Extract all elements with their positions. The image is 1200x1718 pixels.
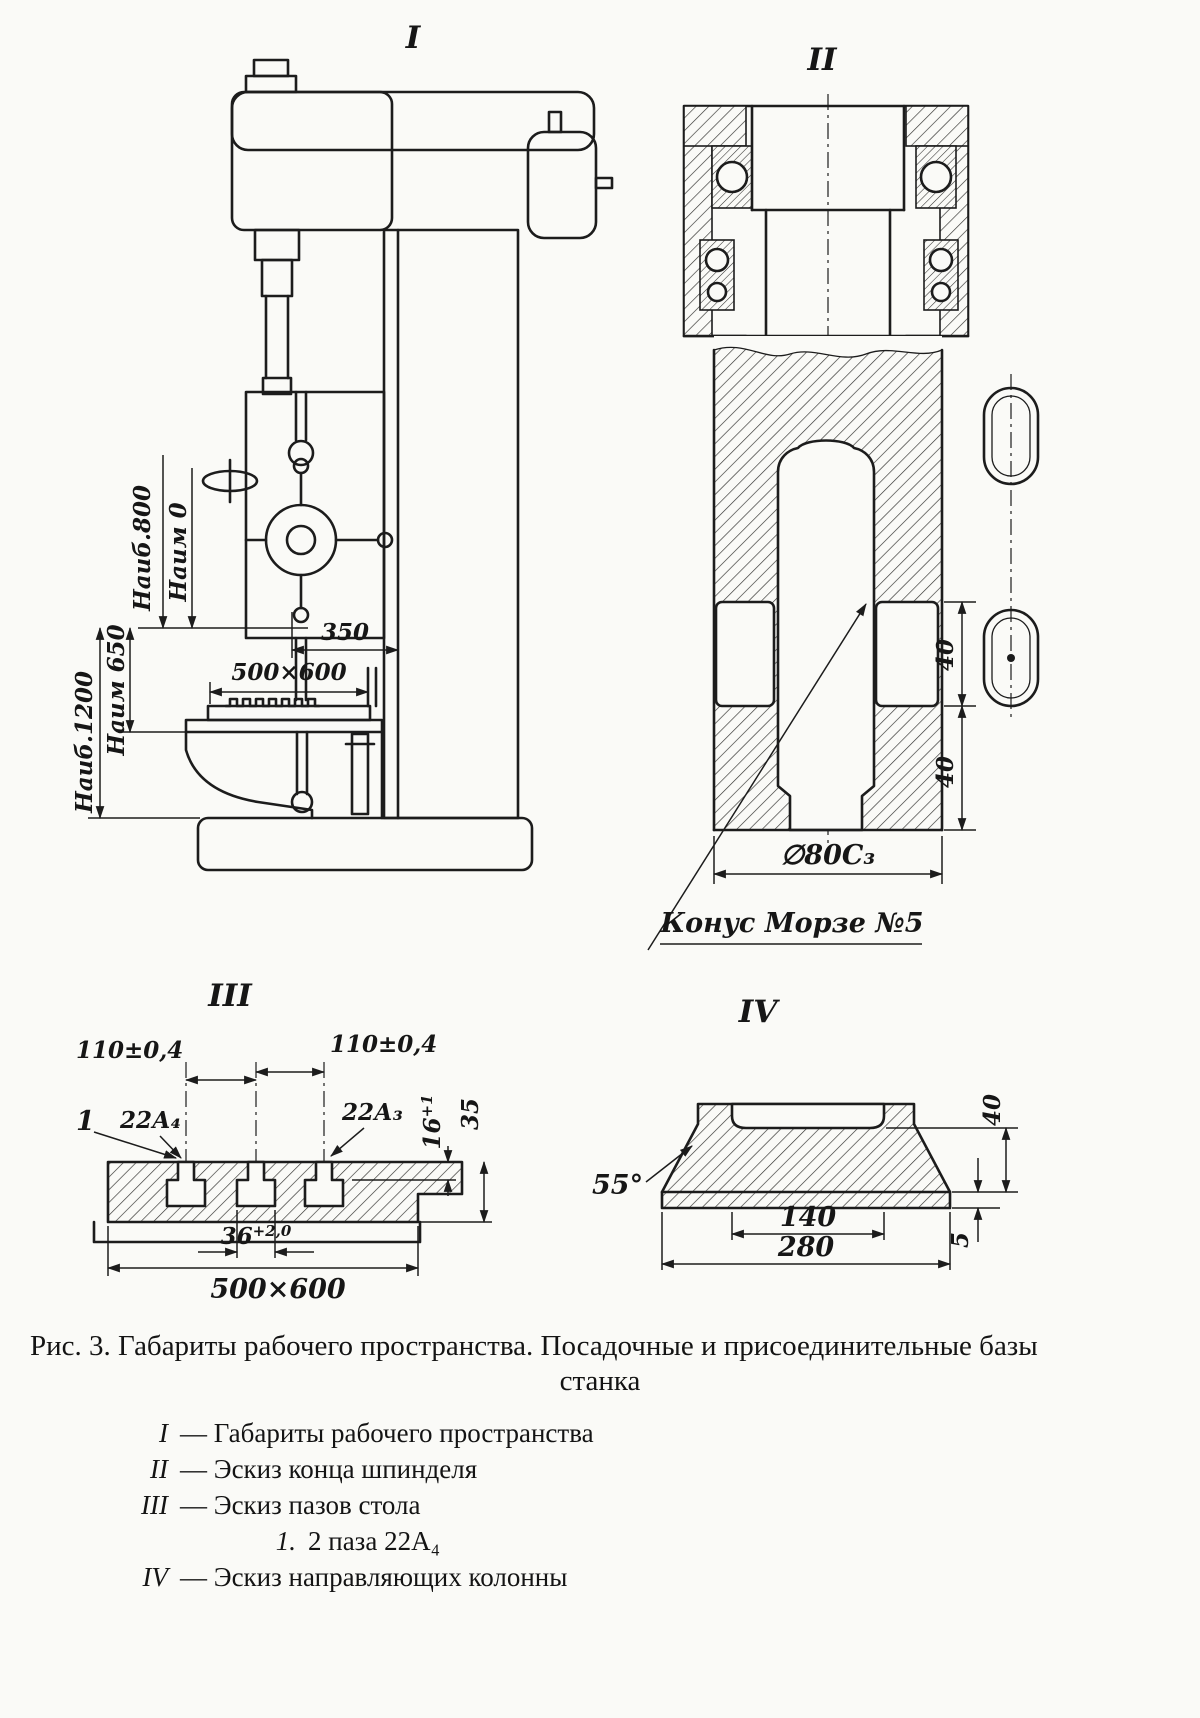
view-I-dimensions: Наиб.800 Наим 0 Наиб.1200 Наим 650 350 5… bbox=[71, 455, 400, 820]
dim-36: 36+2,0 bbox=[221, 1222, 292, 1250]
dim-350: 350 bbox=[321, 619, 369, 646]
slot-detail-views bbox=[982, 374, 1040, 722]
spindle-housing bbox=[682, 104, 970, 338]
dim-table-size: 500×600 bbox=[210, 1274, 346, 1305]
machine-base bbox=[196, 816, 534, 872]
view-I: I bbox=[71, 20, 614, 872]
guideway-profile bbox=[660, 1102, 952, 1210]
dim-angle-55: 55° bbox=[592, 1170, 643, 1201]
drift-slot-right bbox=[874, 600, 940, 708]
table-slab bbox=[106, 1160, 464, 1224]
drift-slot-left bbox=[714, 600, 776, 708]
legend-text: — Эскиз пазов стола bbox=[180, 1490, 421, 1520]
figure-caption: Рис. 3. Габариты рабочего пространства. … bbox=[0, 1310, 1200, 1593]
callout-1: 1 bbox=[76, 1106, 95, 1137]
label-slot-22A3: 22А₃ bbox=[341, 1099, 403, 1126]
t-slot-2 bbox=[235, 1160, 277, 1208]
spindle-section-drawing bbox=[682, 94, 1040, 850]
table-underlayer bbox=[92, 1220, 422, 1244]
legend-num: IV bbox=[142, 1562, 168, 1592]
spindle-shaft bbox=[712, 336, 944, 832]
drill-press-side-view bbox=[184, 58, 614, 872]
legend-num: I bbox=[159, 1418, 168, 1448]
legend-item-1: 1. 2 паза 22А₄ bbox=[248, 1526, 1200, 1557]
view-III-dimensions: 110±0,4 110±0,4 1 22А₄ 22А₃ 16+1 35 36+2… bbox=[76, 1031, 492, 1305]
table-elevating-bracket bbox=[244, 390, 386, 640]
view-II: II bbox=[647, 42, 1040, 951]
label-slot-22A4: 22А₄ bbox=[119, 1107, 181, 1134]
legend-item-II: II — Эскиз конца шпинделя bbox=[120, 1454, 1200, 1485]
head-cap bbox=[244, 58, 298, 94]
caption-title-line1: Рис. 3. Габариты рабочего пространства. … bbox=[30, 1330, 1038, 1362]
motor bbox=[526, 110, 614, 240]
figure-drawing: I bbox=[71, 20, 1040, 1305]
legend-text: 2 паза 22А₄ bbox=[308, 1526, 440, 1556]
dim-naib-800: Наиб.800 bbox=[129, 485, 156, 612]
ball-bearings bbox=[699, 145, 959, 311]
dim-110-left: 110±0,4 bbox=[76, 1037, 183, 1064]
view-IV-dimensions: 55° 140 280 40 5 bbox=[592, 1094, 1018, 1270]
legend-text: — Эскиз направляющих колонны bbox=[180, 1562, 568, 1592]
legend-item-IV: IV — Эскиз направляющих колонны bbox=[120, 1562, 1200, 1593]
dim-16: 16+1 bbox=[418, 1094, 446, 1149]
dim-naib-1200: Наиб.1200 bbox=[71, 671, 98, 814]
work-table bbox=[184, 697, 384, 820]
spindle bbox=[253, 228, 301, 396]
machine-head bbox=[230, 90, 596, 232]
view-III-label: III bbox=[207, 978, 253, 1014]
legend-num: 1. bbox=[275, 1526, 296, 1556]
t-slot-1 bbox=[165, 1160, 207, 1208]
dim-280: 280 bbox=[777, 1232, 835, 1263]
callout-morse-taper: Конус Морзе №5 bbox=[660, 908, 924, 939]
view-IV: IV 55° 140 280 40 5 bbox=[592, 994, 1018, 1270]
dim-naim-0: Наим 0 bbox=[165, 502, 192, 602]
dim-table-size: 500×600 bbox=[231, 659, 346, 686]
table-slot-section bbox=[92, 1062, 464, 1244]
dim-40-lower: 40 bbox=[932, 756, 959, 788]
dim-140: 140 bbox=[780, 1202, 837, 1233]
view-II-label: II bbox=[806, 42, 838, 78]
dim-35: 35 bbox=[457, 1098, 484, 1130]
legend-item-III: III — Эскиз пазов стола bbox=[120, 1490, 1200, 1521]
dim-5: 5 bbox=[947, 1232, 974, 1248]
view-III: III 110±0,4 110±0,4 1 22А₄ 22А₃ 1 bbox=[76, 978, 492, 1305]
dim-110-right: 110±0,4 bbox=[330, 1031, 437, 1058]
view-I-label: I bbox=[405, 20, 422, 56]
legend-item-I: I — Габариты рабочего пространства bbox=[120, 1418, 1200, 1449]
dim-naim-650: Наим 650 bbox=[103, 624, 130, 756]
figure-legend: I — Габариты рабочего пространства II — Эс… bbox=[120, 1418, 1200, 1593]
dim-40: 40 bbox=[979, 1094, 1006, 1126]
morse-taper-bore bbox=[776, 439, 876, 832]
view-IV-label: IV bbox=[738, 994, 781, 1030]
view-II-dimensions: 40 40 ∅80С₃ Конус Морзе №5 bbox=[647, 600, 976, 951]
legend-text: — Эскиз конца шпинделя bbox=[180, 1454, 478, 1484]
break-line bbox=[713, 346, 943, 358]
dim-diameter-80: ∅80С₃ bbox=[781, 840, 876, 871]
legend-num: II bbox=[150, 1454, 168, 1484]
handwheel bbox=[244, 457, 394, 624]
legend-num: III bbox=[141, 1490, 168, 1520]
t-slot-3 bbox=[303, 1160, 345, 1208]
top-recess bbox=[730, 1102, 886, 1130]
feed-handle bbox=[201, 458, 259, 504]
dim-40-upper: 40 bbox=[932, 639, 959, 671]
caption-title-line2: станка bbox=[559, 1365, 641, 1397]
legend-text: — Габариты рабочего пространства bbox=[180, 1418, 594, 1448]
column bbox=[382, 228, 520, 820]
